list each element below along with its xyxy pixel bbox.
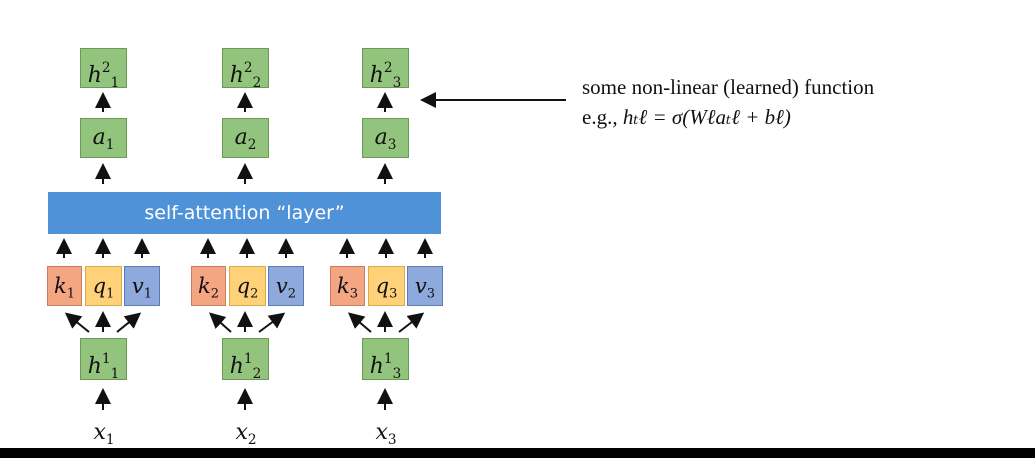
h1-box-3: h13 (362, 338, 409, 382)
annotation-text: some non-linear (learned) function e.g.,… (582, 72, 1022, 132)
value-box-1: v1 (124, 266, 160, 306)
key-box-3: k3 (330, 266, 365, 306)
h2-box-2: h22 (222, 48, 269, 91)
value-box-3: v3 (407, 266, 443, 306)
annotation-line-2: e.g., hₜℓ = σ(Wℓaₜℓ + bℓ) (582, 102, 1022, 132)
self-attention-layer-bar: self-attention “layer” (48, 192, 441, 234)
arrow-h1-to-value-2 (258, 312, 286, 333)
a-box-1: a1 (80, 118, 127, 158)
annotation-prefix: e.g., (582, 105, 623, 129)
arrow-h1-to-key-2 (209, 312, 232, 333)
x-label-2: x2 (235, 420, 257, 448)
h1-box-2: h12 (222, 338, 269, 382)
layer-label: self-attention “layer” (144, 202, 345, 224)
value-box-2: v2 (268, 266, 304, 306)
annotation-formula: hₜℓ = σ(Wℓaₜℓ + bℓ) (622, 105, 791, 129)
x-label-1: x1 (93, 420, 115, 448)
a-box-3: a3 (362, 118, 409, 158)
arrow-h1-to-key-1 (64, 312, 90, 333)
key-box-2: k2 (191, 266, 226, 306)
h2-box-3: h23 (362, 48, 409, 91)
arrow-h1-to-value-1 (116, 312, 142, 333)
query-box-1: q1 (85, 266, 122, 306)
query-box-2: q2 (229, 266, 266, 306)
bottom-border (0, 448, 1035, 458)
annotation-line-1: some non-linear (learned) function (582, 75, 875, 99)
h1-box-1: h11 (80, 338, 127, 382)
a-box-2: a2 (222, 118, 269, 158)
query-box-3: q3 (368, 266, 405, 306)
h2-box-1: h21 (80, 48, 127, 91)
arrow-h1-to-key-3 (347, 312, 372, 333)
x-label-3: x3 (375, 420, 397, 448)
key-box-1: k1 (47, 266, 82, 306)
arrow-h1-to-value-3 (398, 312, 425, 333)
